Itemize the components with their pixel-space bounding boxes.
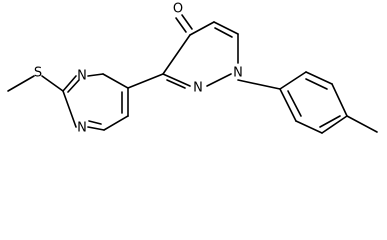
bond-pyrimidine-pyridazine: [127, 73, 164, 89]
molecule-structure: S N N O N N: [7, 2, 378, 136]
bond-pyrimidine-c7-n1-inner: [88, 120, 102, 125]
bond-aryl-3: [331, 83, 348, 117]
bond-pyrimidine-c2-n3-inner: [67, 79, 80, 93]
sulfur-label: S: [34, 66, 42, 81]
bond-pyridazine-c5-c4: [189, 21, 215, 36]
bond-aryl-1: [279, 71, 307, 90]
bond-pyridazine-c3-n2-inner: [166, 79, 186, 89]
oxygen-label: O: [173, 2, 183, 17]
pyrimidine-n1-label: N: [77, 121, 87, 136]
bond-sulfur-pyrimidine: [41, 75, 64, 92]
bond-aryl-6: [279, 88, 297, 122]
bond-pyrimidine-c2-n3: [62, 75, 77, 92]
bond-pyridazine-c6-c5: [213, 21, 239, 35]
chemical-structure-canvas: S N N O N N: [7, 1, 378, 136]
pyridazine-n1-label: N: [233, 66, 243, 81]
bond-pyridazine-n2-n1: [206, 73, 232, 87]
bond-pyrimidine-c6-c7: [103, 115, 129, 131]
bond-aryl-5: [295, 120, 323, 134]
bond-layer: [7, 14, 378, 134]
bond-pyridazine-c4-c3: [162, 34, 191, 75]
bond-carbonyl-left: [175, 17, 187, 33]
atom-label-layer: S N N O N N: [34, 2, 243, 136]
bond-aryl-2-inner: [305, 78, 328, 90]
bond-aryl-2: [305, 71, 333, 85]
bond-pyridazine-c3-n2: [162, 73, 191, 87]
bond-pyridazine-aryl: [237, 79, 281, 90]
bond-methyl-sulfur: [7, 75, 35, 92]
pyrimidine-n3-label: N: [77, 69, 87, 84]
bond-pyrimidine-n3-c4: [87, 73, 104, 77]
bond-pyridazine-c6-c5-inner: [214, 27, 233, 38]
pyridazine-n2-label: N: [193, 81, 203, 96]
bond-pyrimidine-n1-c2: [62, 90, 77, 128]
bond-aryl-methyl: [346, 115, 378, 133]
bond-pyrimidine-c7-n1: [87, 126, 105, 131]
bond-aryl-6-inner: [287, 90, 302, 117]
bond-carbonyl-right: [181, 14, 193, 30]
bond-aryl-4: [321, 115, 348, 134]
bond-pyrimidine-c4-c5: [102, 73, 129, 89]
bond-aryl-4-inner: [319, 115, 341, 128]
